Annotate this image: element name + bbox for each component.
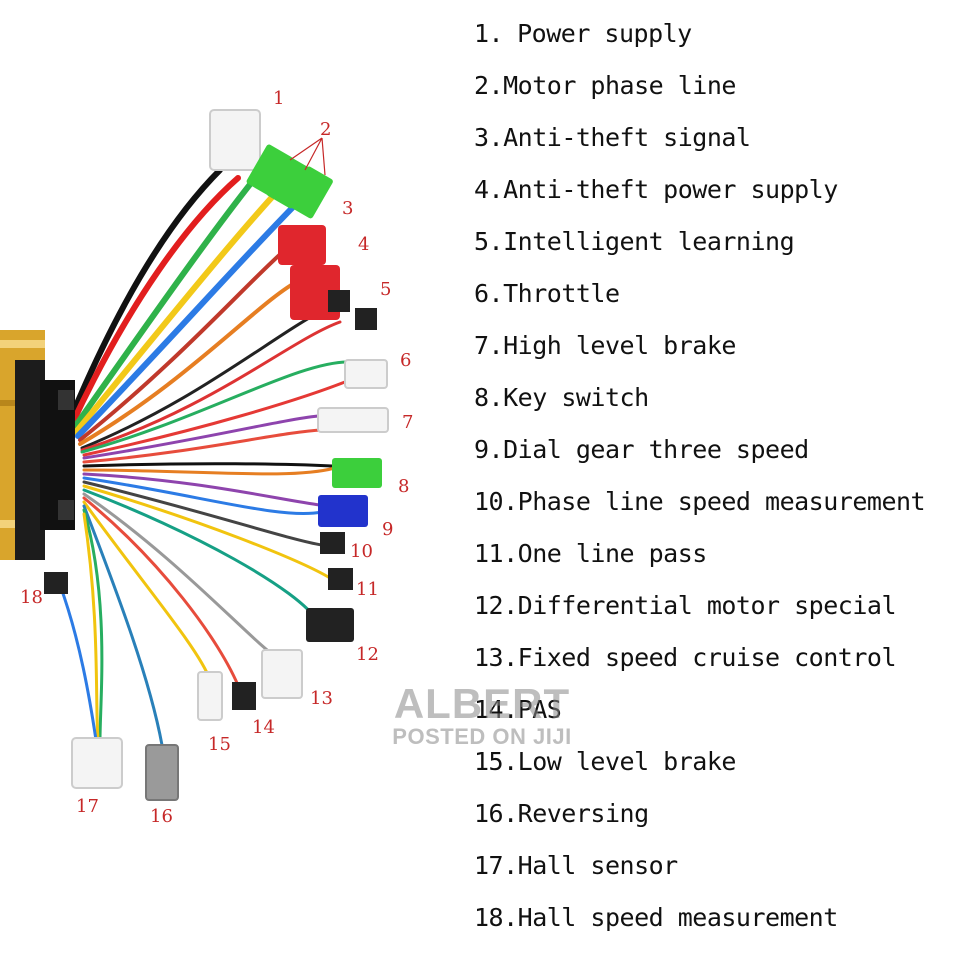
legend-label: Motor phase line — [503, 71, 736, 100]
callout-13: 13 — [310, 688, 333, 709]
legend-item: 11.One line pass — [474, 532, 960, 584]
legend-item: 12.Differential motor special — [474, 584, 960, 636]
callout-1: 1 — [273, 88, 284, 109]
legend-label: High level brake — [503, 331, 736, 360]
legend-item: 8.Key switch — [474, 376, 960, 428]
legend-number: 13. — [474, 643, 518, 672]
legend-number: 5. — [474, 227, 504, 256]
legend-label: PAS — [517, 695, 562, 724]
legend-item: 4.Anti-theft power supply — [474, 168, 960, 220]
legend-number: 15. — [474, 747, 518, 776]
watermark: ALBERT POSTED ON JIJI — [372, 680, 592, 750]
legend-item: 13.Fixed speed cruise control — [474, 636, 960, 688]
callout-6: 6 — [400, 350, 411, 371]
legend-item: 6.Throttle — [474, 272, 960, 324]
legend-number: 12. — [474, 591, 518, 620]
legend-label: Low level brake — [517, 747, 737, 776]
callout-9: 9 — [382, 519, 393, 540]
legend-item: 18.Hall speed measurement — [474, 896, 960, 948]
watermark-name: ALBERT — [393, 680, 571, 727]
callout-numbers: 1 2 3 4 5 6 7 8 9 10 11 12 13 14 15 16 1… — [20, 88, 413, 827]
legend-item: 3.Anti-theft signal — [474, 116, 960, 168]
legend-number: 7. — [474, 331, 504, 360]
legend-label: Intelligent learning — [503, 227, 795, 256]
callout-4: 4 — [358, 234, 369, 255]
callout-7: 7 — [402, 412, 413, 433]
legend-item: 5.Intelligent learning — [474, 220, 960, 272]
callout-11: 11 — [356, 579, 379, 600]
legend-label: Phase line speed measurement — [517, 487, 926, 516]
legend-item: 2.Motor phase line — [474, 64, 960, 116]
legend-number: 4. — [474, 175, 504, 204]
callout-15: 15 — [208, 734, 231, 755]
legend-label: Fixed speed cruise control — [517, 643, 897, 672]
legend-number: 8. — [474, 383, 504, 412]
legend-label: Anti-theft power supply — [503, 175, 838, 204]
wire-harness — [58, 159, 352, 747]
legend-number: 16. — [474, 799, 518, 828]
legend-number: 1. — [474, 19, 504, 48]
legend-item: 7.High level brake — [474, 324, 960, 376]
callout-12: 12 — [356, 644, 379, 665]
callout-14: 14 — [252, 717, 275, 738]
callout-8: 8 — [398, 476, 409, 497]
legend-item: 15.Low level brake — [474, 740, 960, 792]
legend-label: Hall sensor — [517, 851, 679, 880]
legend-number: 3. — [474, 123, 504, 152]
legend-label: One line pass — [517, 539, 708, 568]
controller-body — [0, 330, 75, 560]
legend-item: 14.PAS — [474, 688, 960, 740]
legend-number: 14. — [474, 695, 518, 724]
legend-label: Anti-theft signal — [503, 123, 751, 152]
callout-17: 17 — [76, 796, 99, 817]
legend-item: 16.Reversing — [474, 792, 960, 844]
legend-label: Differential motor special — [517, 591, 897, 620]
legend-number: 11. — [474, 539, 518, 568]
legend-number: 17. — [474, 851, 518, 880]
controller-wiring-diagram: 1 2 3 4 5 6 7 8 9 10 11 12 13 14 15 16 1… — [0, 88, 413, 827]
legend-item: 9.Dial gear three speed — [474, 428, 960, 480]
legend-label: Key switch — [503, 383, 649, 412]
legend-list: 1.Power supply 2.Motor phase line 3.Anti… — [474, 12, 960, 948]
legend-label: Hall speed measurement — [517, 903, 839, 932]
legend-number: 9. — [474, 435, 504, 464]
callout-pointers — [289, 137, 326, 176]
legend-item: 17.Hall sensor — [474, 844, 960, 896]
callout-3: 3 — [342, 198, 353, 219]
legend-label: Throttle — [503, 279, 620, 308]
legend-item: 10.Phase line speed measurement — [474, 480, 960, 532]
legend-number: 2. — [474, 71, 504, 100]
callout-5: 5 — [380, 279, 391, 300]
legend-item: 1. Power supply — [474, 12, 960, 64]
legend-label: Dial gear three speed — [503, 435, 809, 464]
legend-number: 6. — [474, 279, 504, 308]
callout-2: 2 — [320, 119, 331, 140]
callout-18: 18 — [20, 587, 43, 608]
callout-10: 10 — [350, 541, 373, 562]
legend-label: Reversing — [517, 799, 649, 828]
watermark-caption: POSTED ON JIJI — [392, 724, 572, 749]
legend-number: 18. — [474, 903, 518, 932]
legend-label: Power supply — [517, 19, 692, 48]
legend-number: 10. — [474, 487, 518, 516]
callout-16: 16 — [150, 806, 173, 827]
connectors — [44, 109, 389, 801]
